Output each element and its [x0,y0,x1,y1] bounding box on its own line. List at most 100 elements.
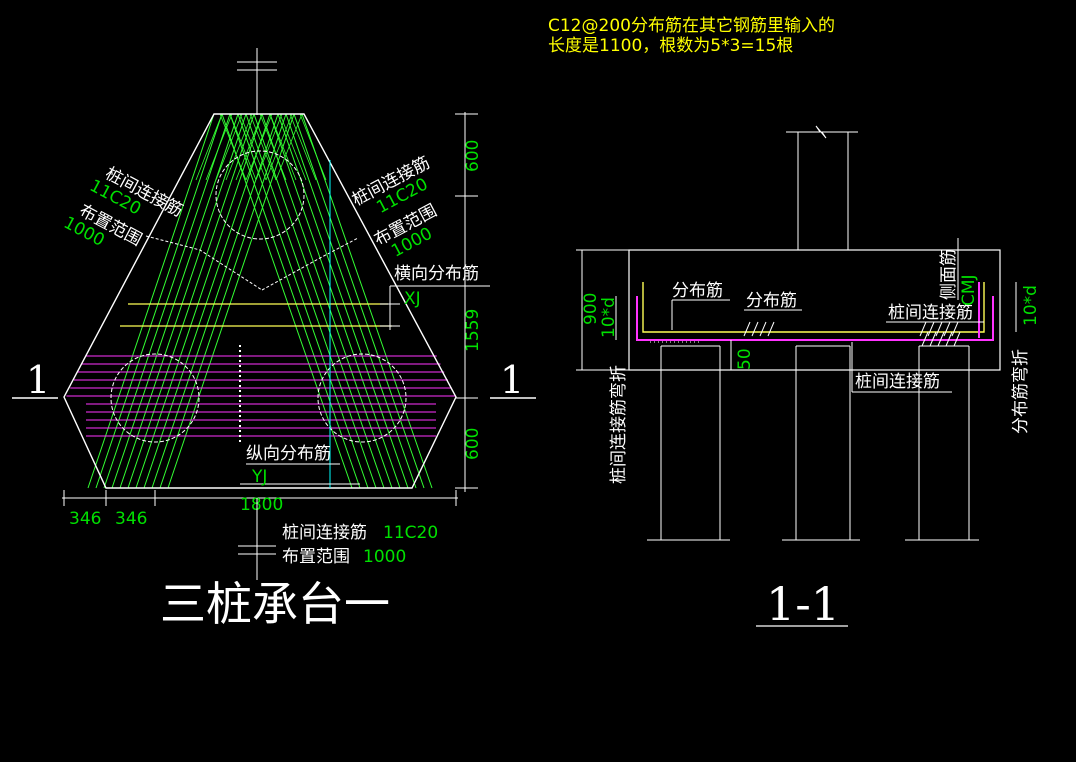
pile-right [317,353,407,443]
rebar-cross-line [259,113,287,181]
bottom-link-spec: 11C20 [383,523,438,543]
rebar-cross-line [225,113,253,181]
rebar-line-left-band [95,113,223,489]
hatch-tick [945,331,953,347]
range-leader-right [261,237,359,291]
rebar-line-right-band [277,113,409,489]
rebar-line-left-band [151,113,279,489]
rebar-cross-line [275,113,303,181]
note-line-1: C12@200分布筋在其它钢筋里输入的 [548,16,835,36]
rebar-cross-line [235,113,263,181]
hatch-tick [929,331,937,347]
bottom-range: 1000 [363,547,406,567]
rebar-line-right-band [301,113,433,489]
hatch-tick [921,331,929,347]
rebar-cross-line [269,113,297,181]
horizontal-dist-label: 横向分布筋 [394,264,479,284]
rebar-cross-line [205,113,233,181]
side-rebar-magenta [636,296,994,341]
dist-rebar-yellow [642,282,985,333]
cap-section-outline [628,249,1001,371]
rebar-line-right-band [293,113,425,489]
section-mark-left: 1 [26,358,50,402]
yj-label: YJ [251,467,267,487]
rebar-cross-line [299,113,327,181]
rebar-line-right-band [253,113,385,489]
range-leader-left [145,235,263,291]
rebar-line-left-band [167,113,295,489]
dist-rebar-b: 分布筋 [746,291,797,311]
dist-bend-label: 分布筋弯折 [1011,349,1031,434]
dim-50: 50 [735,348,755,370]
section-mark-right: 1 [500,358,524,402]
rebar-cross-line [229,113,257,181]
rebar-line-left-band [119,113,247,489]
dim-bottom-b: 346 [115,509,147,529]
dim-right-bend: 10*d [1021,285,1041,326]
side-face-label: 侧面筋 [939,249,959,300]
plan-title: 三桩承台一 [160,577,390,631]
rebar-cross-line [245,113,273,181]
hatch-tick [937,331,945,347]
section-view: 900 10*d 10*d 50 分布筋 分布筋 桩间连接筋 桩间连接筋 侧面筋… [576,125,1041,631]
hatch-tick [743,321,751,337]
section-title: 1-1 [766,577,840,631]
pile-top [215,150,305,240]
rebar-line-right-band [269,113,401,489]
rebar-cross-line [289,113,317,181]
rebar-cross-line [215,113,243,181]
rebar-cross-line [265,113,293,181]
dim-right-bot: 600 [463,428,483,460]
hatch-tick [767,321,775,337]
dim-height: 900 [581,293,601,325]
pile-left [110,353,200,443]
rebar-cross-line [195,113,223,181]
hatch-tick [919,321,927,337]
longitudinal-dist-label: 纵向分布筋 [246,444,331,464]
hatch-tick [943,321,951,337]
pile-link-bend-label: 桩间连接筋弯折 [609,365,629,484]
hatch-tick [935,321,943,337]
rebar-line-left-band [111,113,239,489]
rebar-line-right-band [245,113,377,489]
dim-right-top: 600 [463,140,483,172]
pile-link-rebar-bands [87,113,433,489]
hatch-tick [927,321,935,337]
rebar-line-left-band [103,113,231,489]
dim-left-bend: 10*d [599,297,619,338]
hatch-tick [759,321,767,337]
hatch-tick [951,321,959,337]
rebar-line-right-band [285,113,417,489]
rebar-cross-line [255,113,283,181]
dim-bottom-total: 1800 [240,495,283,515]
rebar-line-right-band [221,113,353,489]
pile-cap-outline [63,113,457,489]
rebar-line-right-band [237,113,369,489]
plan-view: 1 1 600 1559 600 XJ 横向分布筋 1800 346 346 纵… [12,48,536,631]
rebar-hatch-ticks [743,321,961,347]
note-line-2: 长度是1100，根数为5*3=15根 [548,36,793,56]
column-outline [797,125,858,250]
bottom-range-label: 布置范围 [282,547,350,567]
rebar-cross-line [219,113,247,181]
dim-bottom-a: 346 [69,509,101,529]
rebar-line-left-band [159,113,287,489]
hatch-tick [751,321,759,337]
dim-right-mid: 1559 [463,309,483,352]
rebar-line-right-band [261,113,393,489]
pile-link-upper: 桩间连接筋 [888,303,973,323]
rebar-line-left-band [127,113,255,489]
xj-label: XJ [404,289,421,309]
cmj-label: CMJ [959,274,979,306]
rebar-line-left-band [143,113,271,489]
section-piles [647,345,979,541]
rebar-cross-line [279,113,307,181]
bottom-link-name: 桩间连接筋 [282,523,367,543]
rebar-line-left-band [87,113,215,489]
rebar-line-right-band [229,113,361,489]
rebar-cross-line [239,113,267,181]
rebar-line-left-band [135,113,263,489]
hatch-tick [953,331,961,347]
rebar-cross-line [249,113,277,181]
